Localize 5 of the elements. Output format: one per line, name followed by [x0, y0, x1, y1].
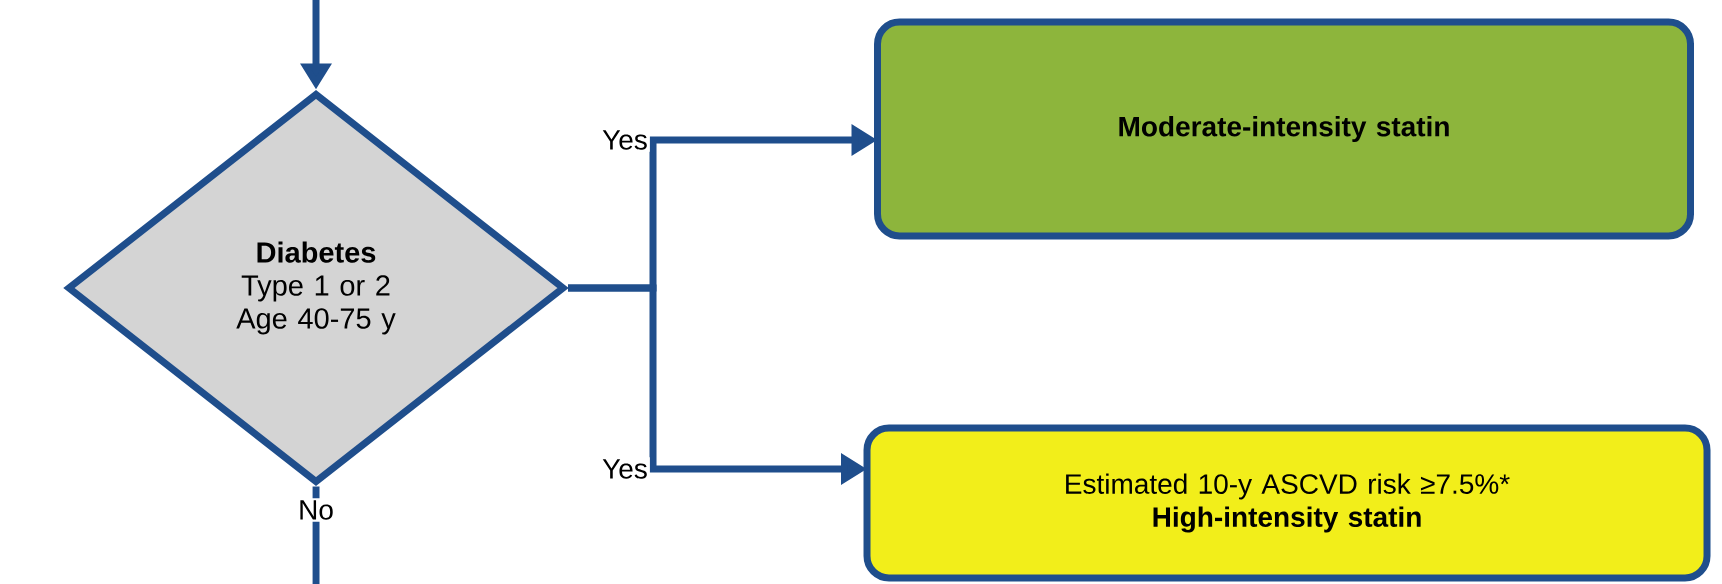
edge-label: Yes [600, 128, 650, 152]
edge-label: Yes [600, 457, 650, 481]
process-box: Estimated 10-y ASCVD risk ≥7.5%* High-intensity statin [863, 424, 1711, 582]
edge-label: No [296, 498, 336, 522]
process-box: Moderate-intensity statin [874, 18, 1694, 240]
